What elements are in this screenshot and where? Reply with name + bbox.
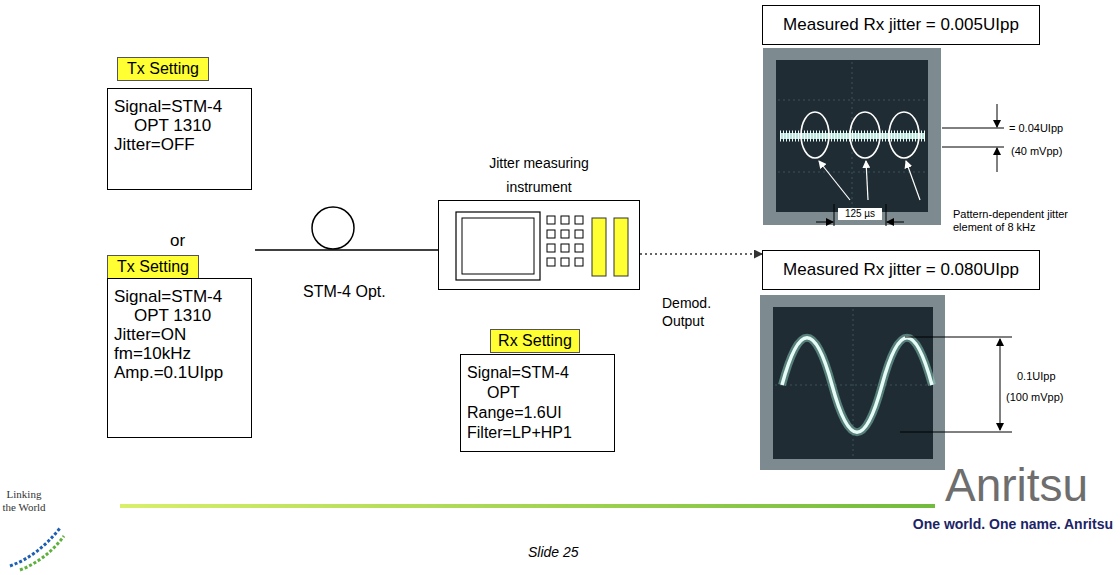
dimension-arrow [997, 148, 998, 172]
button [547, 258, 555, 266]
period-tick [886, 204, 887, 226]
dimension-label: (100 mVpp) [1006, 391, 1063, 404]
dimension-line [905, 337, 1012, 338]
box-text: fm=10kHz [114, 344, 247, 363]
highlight-ellipse [889, 112, 919, 158]
dimension-label: (40 mVpp) [1011, 145, 1062, 158]
or-note: or [170, 231, 185, 251]
period-arrow [816, 222, 833, 223]
pointer-arrow [819, 161, 850, 200]
scope-grid [775, 385, 931, 386]
tagline: One world. One name. Anritsu [880, 516, 1113, 533]
connector-label: Demod. Output [662, 294, 722, 330]
scope-photo [760, 295, 945, 470]
box-text: Rx Setting [498, 332, 572, 350]
period-arrow [887, 222, 904, 223]
footer-bar [120, 504, 935, 508]
instrument-port [614, 218, 628, 276]
button [547, 216, 555, 224]
result-box: Measured Rx jitter = 0.005UIpp [762, 5, 1040, 45]
box-text: Range=1.6UI [467, 403, 587, 423]
highlight-ellipse [850, 112, 880, 158]
settings-box: Signal=STM-4 OPT 1310Jitter=ONfm=10kHzAm… [107, 278, 252, 438]
settings-box: Signal=STM-4 OPT 1310Jitter=OFF [107, 88, 252, 190]
period-label: 125 µs [838, 208, 882, 220]
button [561, 230, 569, 238]
fiber-coil [312, 207, 354, 249]
button [575, 244, 583, 252]
button [547, 230, 555, 238]
box-text: Tx Setting [117, 258, 189, 276]
fiber-label: STM-4 Opt. [303, 282, 386, 301]
logo-swirl [10, 528, 60, 566]
button [561, 258, 569, 266]
setting-tag: Tx Setting [107, 255, 199, 279]
box-text: Jitter=OFF [114, 135, 247, 154]
logo-text: Linking the World [2, 488, 46, 514]
scope-sine-glow [782, 338, 932, 433]
box-text: Jitter=ON [114, 325, 247, 344]
period-tick [834, 204, 835, 226]
dimension-arrow [1000, 385, 1001, 430]
dimension-label: 0.1UIpp [1017, 370, 1056, 383]
scope-sine [782, 338, 932, 433]
instrument-screen-inner [462, 218, 534, 274]
scope-screen [773, 307, 933, 459]
annotation-note: Pattern-dependent jitter element of 8 kH… [953, 208, 1093, 234]
box-text: Signal=STM-4 OPT [467, 363, 587, 403]
highlight-ellipse [801, 112, 829, 158]
box-text: Measured Rx jitter = 0.080UIpp [783, 260, 1019, 280]
instrument-screen [456, 212, 540, 280]
button [575, 216, 583, 224]
button [547, 244, 555, 252]
dimension-arrow [997, 104, 998, 127]
dimension-label: = 0.04UIpp [1009, 122, 1063, 135]
settings-box: Signal=STM-4 OPTRange=1.6UIFilter=LP+HP1 [460, 354, 615, 452]
dimension-arrow [1000, 339, 1001, 385]
instrument-port [592, 218, 606, 276]
brand-logo: Anritsu [945, 462, 1088, 508]
result-box: Measured Rx jitter = 0.080UIpp [762, 250, 1040, 290]
dimension-line [942, 147, 1004, 148]
fiber-line [255, 249, 438, 251]
setting-tag: Tx Setting [117, 57, 209, 81]
button [561, 216, 569, 224]
scope-grid [778, 172, 926, 173]
pointer-arrow [866, 161, 868, 200]
box-text: Tx Setting [127, 60, 199, 78]
dimension-line [900, 432, 1012, 433]
box-text: Measured Rx jitter = 0.005UIpp [783, 15, 1019, 35]
scope-screen [776, 60, 928, 212]
pointer-arrow [906, 161, 920, 200]
dimension-line [942, 128, 1004, 129]
scope-grid [778, 100, 926, 101]
box-text: Signal=STM-4 OPT 1310 [114, 287, 247, 325]
box-text: Amp.=0.1UIpp [114, 363, 247, 382]
slide-number: Slide 25 [528, 544, 579, 561]
instrument-box: Jitter measuring instrument [438, 200, 640, 290]
instrument-buttons [547, 216, 583, 266]
button [575, 230, 583, 238]
button [575, 258, 583, 266]
button [561, 244, 569, 252]
box-text: Filter=LP+HP1 [467, 423, 587, 443]
scope-photo [763, 48, 941, 225]
instrument-heading: Jitter measuring instrument [464, 151, 614, 199]
logo-swirl [20, 536, 64, 570]
setting-tag: Rx Setting [490, 329, 580, 353]
signal-connector [640, 253, 762, 255]
box-text: Signal=STM-4 OPT 1310 [114, 97, 247, 135]
